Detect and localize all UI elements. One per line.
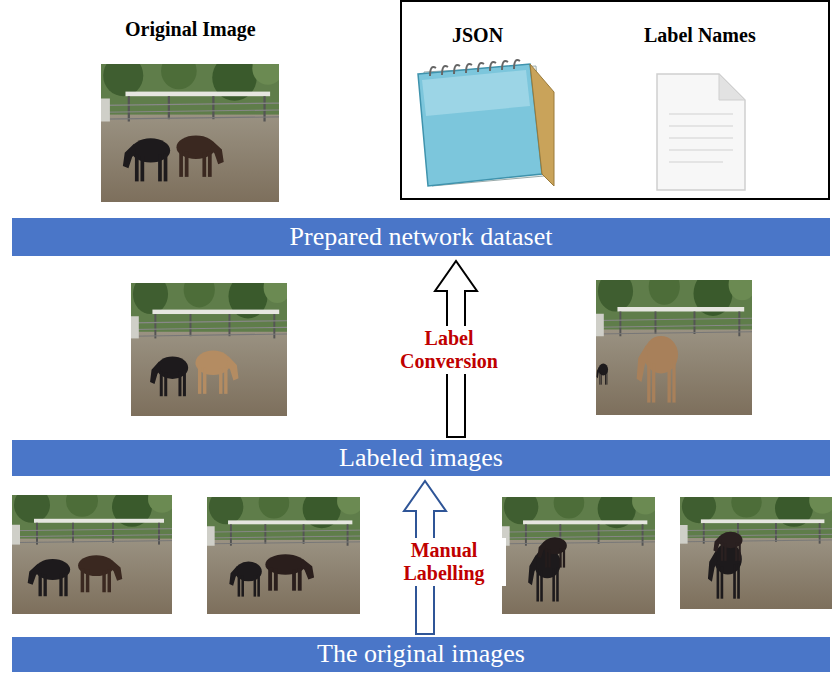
file-name: JSON	[452, 24, 503, 47]
arrow-label: Label Conversion	[387, 326, 511, 374]
stage-band: The original images	[12, 637, 830, 672]
file-panel: JSON Label Names	[400, 0, 830, 200]
stage-band: Prepared network dataset	[12, 218, 830, 256]
file-name: Label Names	[644, 24, 756, 47]
image-title: Original Image	[125, 18, 256, 41]
arrow-label: Manual Labelling	[382, 538, 506, 586]
stage-band: Labeled images	[12, 440, 830, 476]
band-text: Labeled images	[339, 444, 503, 473]
band-text: Prepared network dataset	[290, 223, 553, 252]
band-text: The original images	[317, 640, 525, 669]
